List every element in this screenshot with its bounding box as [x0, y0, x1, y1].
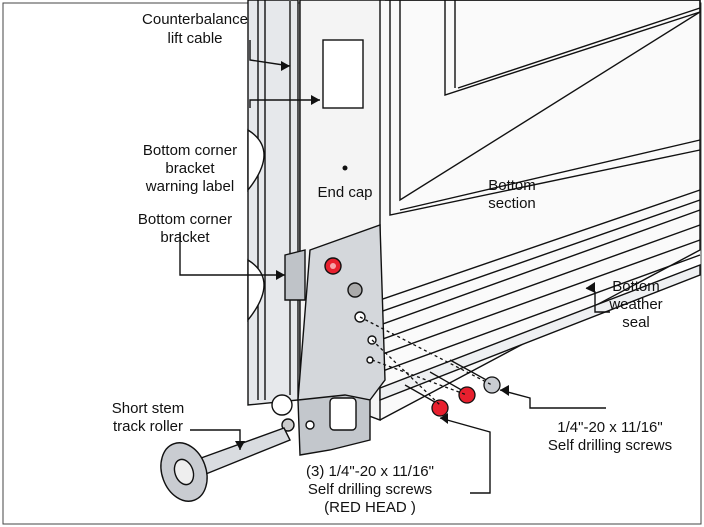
label-track-roller: Short stem track roller — [112, 400, 185, 435]
label-warning-line2: bracket — [165, 160, 215, 177]
warning-label-sticker — [322, 39, 364, 109]
label-screws-right-line2: Self drilling screws — [548, 437, 672, 454]
label-lift-cable-line1: Counterbalance — [142, 11, 248, 28]
label-bottom-section-line2: section — [488, 195, 536, 212]
leader-arrowheads — [235, 61, 595, 450]
label-screws-red-line1: (3) 1/4"-20 x 11/16" — [306, 463, 434, 480]
label-weather-seal-line3: seal — [622, 314, 650, 331]
bottom-corner-bracket — [271, 224, 386, 456]
label-screws-red: (3) 1/4"-20 x 11/16" Self drilling screw… — [306, 463, 434, 516]
label-track-roller-line1: Short stem — [112, 400, 185, 417]
label-bottom-section: Bottom section — [488, 177, 536, 212]
label-screws-right: 1/4"-20 x 11/16" Self drilling screws — [548, 419, 672, 454]
label-screws-red-line2: Self drilling screws — [308, 481, 432, 498]
vertical-track — [247, 0, 299, 406]
label-bottom-section-line1: Bottom — [488, 177, 536, 194]
label-track-roller-line2: track roller — [113, 418, 183, 435]
loose-screws — [359, 316, 501, 417]
red-head-screw-bracket — [324, 257, 342, 275]
label-lift-cable: Counterbalance lift cable — [142, 11, 248, 47]
label-screws-right-line1: 1/4"-20 x 11/16" — [557, 419, 662, 436]
label-weather-seal-line2: weather — [608, 296, 662, 313]
label-screws-red-line3: (RED HEAD ) — [324, 499, 416, 516]
end-cap-hole — [342, 165, 348, 171]
label-weather-seal: Bottom weather seal — [608, 278, 662, 331]
label-end-cap: End cap — [317, 184, 372, 201]
label-warning-label: Bottom corner bracket warning label — [143, 142, 237, 195]
label-corner-bracket: Bottom corner bracket — [138, 211, 232, 246]
track-roller — [160, 427, 291, 502]
label-warning-line3: warning label — [145, 178, 234, 195]
label-warning-line1: Bottom corner — [143, 142, 237, 159]
label-corner-bracket-line1: Bottom corner — [138, 211, 232, 228]
label-weather-seal-line1: Bottom — [612, 278, 660, 295]
label-lift-cable-line2: lift cable — [167, 30, 222, 47]
label-corner-bracket-line2: bracket — [160, 229, 210, 246]
